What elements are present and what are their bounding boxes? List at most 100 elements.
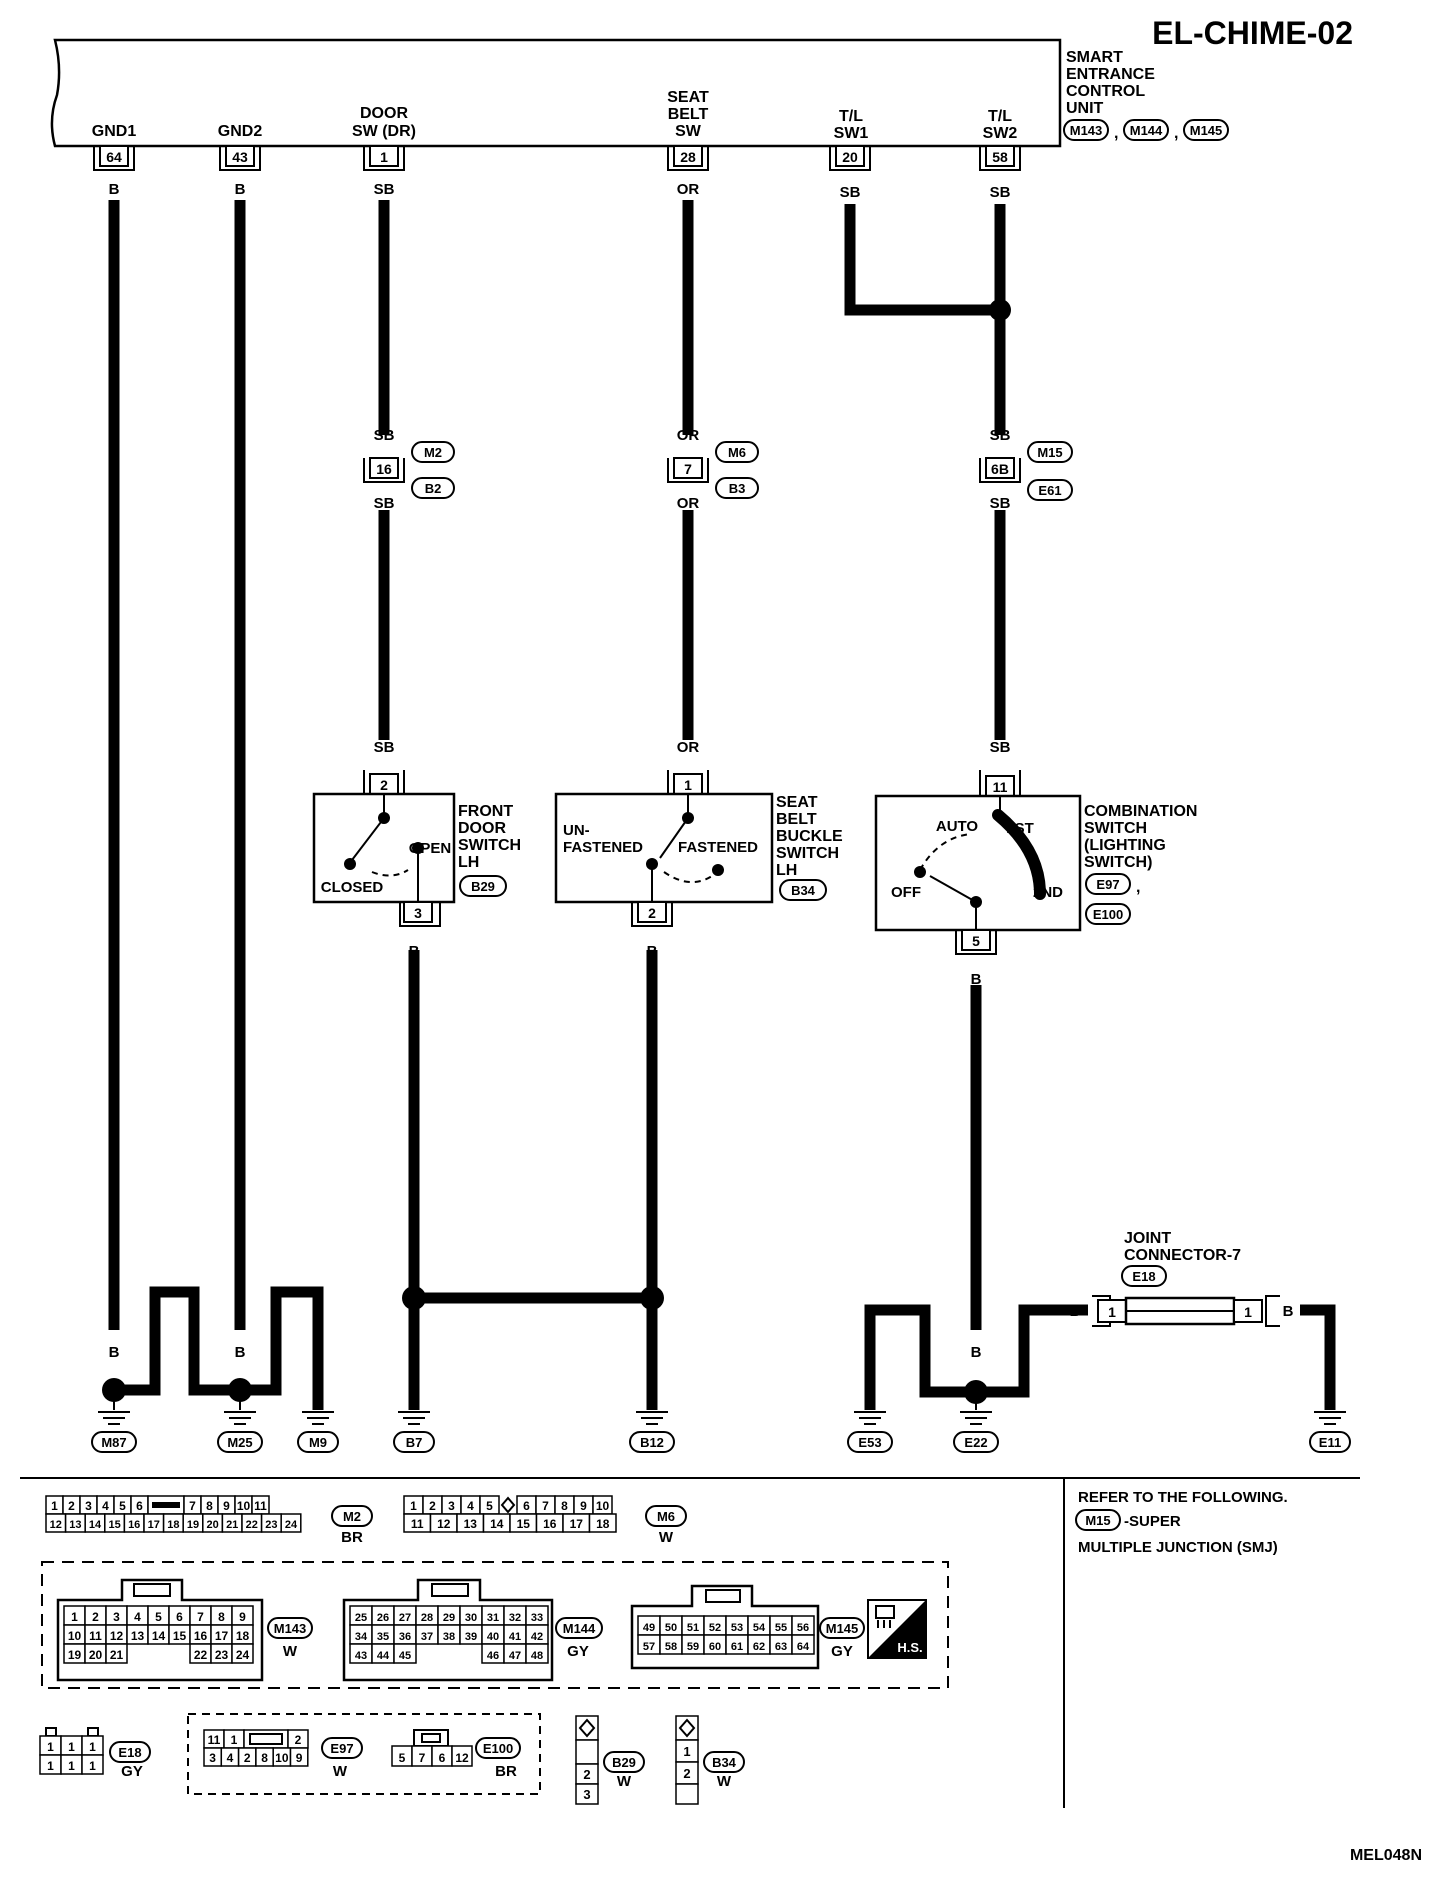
connector-cell-number: 10 bbox=[68, 1629, 82, 1643]
connector-cell-number: 37 bbox=[421, 1631, 433, 1643]
connector-cell-number: 56 bbox=[797, 1622, 809, 1634]
pin-bracket bbox=[363, 458, 405, 483]
pin-box bbox=[369, 457, 399, 479]
switch-position-label: UN- bbox=[563, 822, 590, 839]
connector-cell-number: 14 bbox=[89, 1519, 102, 1531]
connector-cell-number: 46 bbox=[487, 1650, 499, 1662]
wire-color: B bbox=[109, 1344, 120, 1361]
terminal-label: GND1 bbox=[92, 123, 137, 140]
connector-cell bbox=[588, 1513, 617, 1533]
connector-tag bbox=[1121, 1265, 1167, 1287]
joint-connector: JOINT CONNECTOR-7 E18 B 1 1 B bbox=[1070, 1230, 1294, 1327]
connector-cell-number: 2 bbox=[583, 1767, 590, 1782]
connector-cell-number: 12 bbox=[437, 1517, 451, 1531]
page-id: EL-CHIME-02 bbox=[1152, 15, 1353, 51]
switch-position-label: 2ND bbox=[1033, 884, 1063, 901]
junction-dot bbox=[989, 299, 1011, 321]
connector-cell-number: 25 bbox=[355, 1612, 367, 1624]
connector-cell-number: 9 bbox=[223, 1499, 230, 1513]
connector-cell-number: 5 bbox=[399, 1751, 406, 1765]
connector-tag bbox=[459, 875, 507, 897]
connector-cell-number: 6 bbox=[439, 1751, 446, 1765]
terminal-label: BELT bbox=[668, 106, 709, 123]
connector-tag-text: B3 bbox=[729, 481, 746, 496]
ground-tag: B7 bbox=[406, 1435, 423, 1450]
switch-travel bbox=[663, 871, 713, 883]
connector-cell-number: 3 bbox=[583, 1787, 590, 1802]
ground-b7: B7 bbox=[393, 1330, 435, 1453]
connector-color: GY bbox=[567, 1643, 589, 1660]
connector-cell-number: 8 bbox=[206, 1499, 213, 1513]
connector-tag-text: B29 bbox=[612, 1755, 636, 1770]
connector-cell-number: 47 bbox=[509, 1650, 521, 1662]
switch-name-line: SEAT bbox=[776, 794, 818, 811]
pin-bracket bbox=[979, 146, 1021, 171]
wire-color: B bbox=[409, 943, 420, 960]
connector-tag bbox=[715, 477, 759, 499]
wire-color: SB bbox=[990, 495, 1011, 512]
connector-cell-number: 7 bbox=[189, 1499, 196, 1513]
switch-name-line: SWITCH bbox=[776, 845, 839, 862]
switch-name-line: BUCKLE bbox=[776, 828, 843, 845]
switch-arm bbox=[929, 875, 977, 903]
terminal-label: SW2 bbox=[983, 125, 1018, 142]
connector-cell-number: 15 bbox=[517, 1517, 531, 1531]
seatbelt-switch-box bbox=[554, 792, 774, 904]
connector-cell-number: 1 bbox=[683, 1744, 690, 1759]
pin-number: 43 bbox=[232, 149, 248, 165]
connector-tag bbox=[1063, 119, 1109, 141]
wire-color: OR bbox=[677, 427, 700, 444]
wire-color: SB bbox=[840, 184, 861, 201]
pin-bracket bbox=[829, 146, 871, 171]
connector-cell-number: 1 bbox=[47, 1759, 54, 1773]
connector-cell-number: 17 bbox=[570, 1517, 584, 1531]
wire-color: B bbox=[647, 943, 658, 960]
connector-cell-number: 64 bbox=[797, 1641, 810, 1653]
pin-number: 2 bbox=[380, 777, 388, 793]
wire-color: SB bbox=[374, 739, 395, 756]
connector-cell-number: 18 bbox=[596, 1517, 610, 1531]
front-door-switch: SB 2 OPEN CLOSED 3 B FRONT DOOR SWITCH L… bbox=[312, 739, 521, 960]
connector-tag bbox=[603, 1751, 645, 1773]
contact-closed bbox=[344, 858, 356, 870]
connector-cell-number: 49 bbox=[643, 1622, 655, 1634]
connector-tag-text: M143 bbox=[1070, 123, 1103, 138]
connector-cell-number: 18 bbox=[236, 1629, 250, 1643]
combination-switch: SB 11 AUTO 1ST OFF 2ND 5 B COMBINATION S… bbox=[874, 739, 1197, 988]
pin-number: 58 bbox=[992, 149, 1008, 165]
ground-m9: M9 bbox=[297, 1340, 339, 1453]
connector-cell-number: 4 bbox=[134, 1610, 141, 1624]
pin-bracket bbox=[955, 930, 997, 955]
grounds: M87 M25 M9 B7 bbox=[91, 1330, 1351, 1453]
connector-tag-text: M145 bbox=[1190, 123, 1223, 138]
connector-tag-text: M15 bbox=[1037, 445, 1062, 460]
connector-cell-number: 8 bbox=[561, 1499, 568, 1513]
note-line: REFER TO THE FOLLOWING. bbox=[1078, 1489, 1288, 1506]
connector-cell-number: 10 bbox=[237, 1499, 251, 1513]
connector-cell-number: 52 bbox=[709, 1622, 721, 1634]
connector-tag-text: E100 bbox=[483, 1741, 513, 1756]
pin-number: 2 bbox=[648, 905, 656, 921]
note-line: -SUPER bbox=[1124, 1513, 1181, 1530]
connector-tag-text: B29 bbox=[471, 879, 495, 894]
terminal-labels: GND1 GND2 DOOR SW (DR) SEAT BELT SW T/L … bbox=[92, 89, 1018, 142]
connector-cell-number: 61 bbox=[731, 1641, 743, 1653]
comma: , bbox=[1136, 879, 1140, 896]
connector-cell-number: 13 bbox=[69, 1519, 81, 1531]
switch-position-label: OFF bbox=[891, 884, 921, 901]
connector-cell-number: 13 bbox=[464, 1517, 478, 1531]
connector-tag bbox=[1085, 903, 1131, 925]
switch-name-line: LH bbox=[776, 862, 797, 879]
connector-cell-number: 45 bbox=[399, 1650, 411, 1662]
connector-tag-text: M143 bbox=[274, 1621, 307, 1636]
pin-number: 28 bbox=[680, 149, 696, 165]
ground-b12: B12 bbox=[629, 1330, 675, 1453]
connector-cell-number: 29 bbox=[443, 1612, 455, 1624]
connector-tag-text: M2 bbox=[424, 445, 442, 460]
joint-label-line: JOINT bbox=[1124, 1230, 1171, 1247]
connector-cell-number: 10 bbox=[275, 1751, 289, 1765]
pin-box bbox=[985, 145, 1015, 167]
